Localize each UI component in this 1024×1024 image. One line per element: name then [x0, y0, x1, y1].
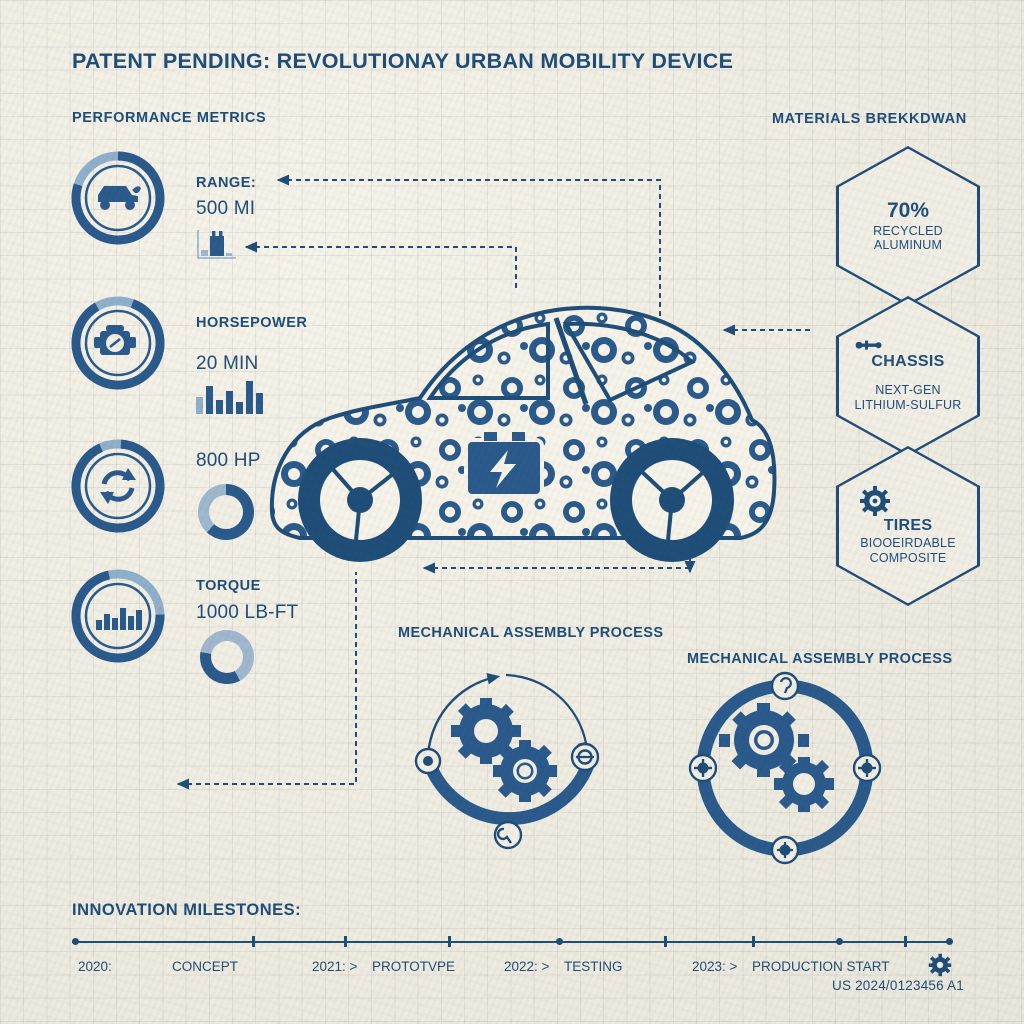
- material-hex-aluminum[interactable]: 70% RECYCLED ALUMINUM: [836, 146, 980, 306]
- metric-icon-engine: [71, 296, 165, 390]
- timeline-tick: [252, 936, 255, 947]
- timeline-tick: [664, 936, 667, 947]
- assembly-left-heading: MECHANICAL ASSEMBLY PROCESS: [398, 625, 664, 641]
- milestone-label-concept: CONCEPT: [172, 959, 239, 974]
- metric-value-torque: 1000 LB-FT: [196, 602, 299, 623]
- page-title: PATENT PENDING: REVOLUTIONAY URBAN MOBIL…: [72, 49, 734, 73]
- assembly-node-left: [688, 753, 718, 783]
- material-title-chassis: CHASSIS: [871, 353, 945, 371]
- assembly-node-top: [770, 671, 800, 701]
- metric-icon-recycle: [71, 439, 165, 533]
- bar-chart-icon: [96, 608, 142, 630]
- milestone-year-2023: 2023: >: [692, 959, 738, 974]
- material-title-tires: TIRES: [883, 517, 933, 535]
- material-title-recycled: RECYCLED: [873, 223, 943, 238]
- rear-wheel: [610, 438, 734, 562]
- timeline-tick: [904, 936, 907, 947]
- gear-small: [774, 757, 834, 812]
- milestone-label-testing: TESTING: [564, 959, 623, 974]
- timeline-dot: [836, 938, 843, 945]
- material-hex-tires[interactable]: TIRES BIOOEIRDABLE COMPOSITE: [836, 446, 980, 606]
- timeline-dot-end: [946, 938, 953, 945]
- metric-value-horsepower: 20 MIN: [196, 353, 259, 374]
- milestones-timeline: 2020: CONCEPT 2021: > PROTOTVPE 2022: > …: [72, 936, 953, 977]
- torque-donut-chart: [200, 630, 254, 684]
- gear-icon: [860, 486, 891, 517]
- milestone-label-production: PRODUCTION START: [752, 959, 890, 974]
- material-percent: 70%: [886, 198, 930, 222]
- timeline-dot-start: [72, 938, 79, 945]
- materials-section-heading: MATERIALS BREKKDWAN: [772, 111, 967, 127]
- timeline-tick: [344, 936, 347, 947]
- milestone-year-2020: 2020:: [78, 959, 112, 974]
- performance-section-heading: PERFORMANCE METRICS: [72, 110, 267, 126]
- horsepower-bar-chart: [196, 378, 263, 414]
- metric-label-horsepower: HORSEPOWER: [196, 315, 308, 331]
- assembly-diagram-right: [688, 671, 882, 865]
- material-subtitle-aluminum: ALUMINUM: [873, 238, 943, 253]
- material-hex-chassis[interactable]: CHASSIS NEXT-GEN LITHIUM-SULFUR: [836, 296, 980, 456]
- gear-large: [719, 703, 809, 777]
- material-subtitle-tires: BIOOEIRDABLE COMPOSITE: [860, 536, 956, 565]
- material-subtitle-chassis: NEXT-GEN LITHIUM-SULFUR: [854, 383, 962, 412]
- front-wheel: [298, 438, 422, 562]
- patent-number: US 2024/0123456 A1: [832, 978, 964, 993]
- gear-icon: [928, 953, 952, 977]
- metric-value-horsepower-hp: 800 HP: [196, 450, 261, 471]
- timeline-tick: [752, 936, 755, 947]
- timeline-dot: [556, 938, 563, 945]
- assembly-diagram-left: [414, 673, 600, 850]
- metric-value-range: 500 MI: [196, 198, 256, 219]
- assembly-right-heading: MECHANICAL ASSEMBLY PROCESS: [687, 651, 953, 667]
- milestones-heading: INNOVATION MILESTONES:: [72, 901, 302, 919]
- assembly-node-bottom: [493, 820, 523, 850]
- gear-large: [451, 698, 521, 764]
- milestone-year-2022: 2022: >: [504, 959, 550, 974]
- assembly-node-right: [570, 742, 600, 772]
- battery-bolt-icon: [464, 432, 544, 498]
- chassis-icon: [855, 340, 882, 350]
- car-icon: [98, 186, 141, 210]
- metric-icon-car: [71, 151, 165, 245]
- metric-label-torque: TORQUE: [196, 578, 261, 594]
- gear-small: [493, 740, 557, 802]
- hp-donut-chart: [198, 484, 254, 540]
- assembly-node-right: [852, 753, 882, 783]
- assembly-node-left: [414, 747, 442, 775]
- assembly-node-bottom: [770, 835, 800, 865]
- metric-icon-bar-chart: [71, 569, 165, 663]
- milestone-year-2021: 2021: >: [312, 959, 358, 974]
- metric-label-range: RANGE:: [196, 175, 257, 191]
- factory-icon: [197, 230, 236, 259]
- engine-icon: [94, 325, 136, 355]
- timeline-tick: [448, 936, 451, 947]
- milestone-label-prototype: PROTOTVPE: [372, 959, 456, 974]
